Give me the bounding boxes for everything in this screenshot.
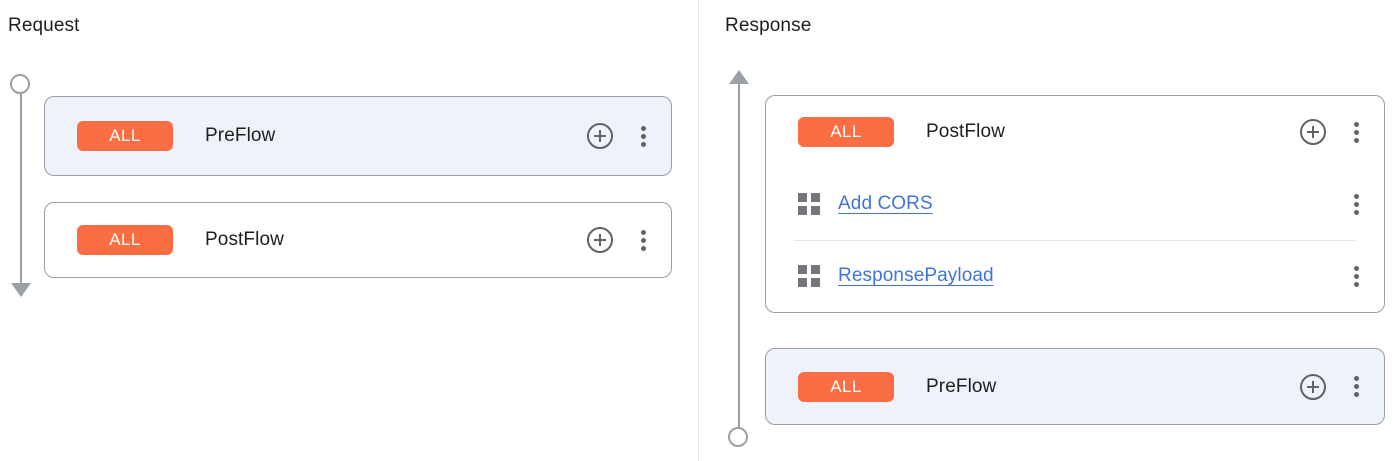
more-vert-icon[interactable]	[1346, 119, 1366, 145]
grid-2x2-icon[interactable]	[798, 265, 820, 287]
panel-divider	[698, 0, 699, 461]
method-badge: ALL	[798, 371, 894, 402]
flow-card-response-preflow[interactable]: ALL PreFlow	[765, 348, 1385, 425]
flow-arrow-up-icon	[729, 70, 749, 84]
policy-link[interactable]: Add CORS	[838, 193, 933, 214]
policy-actions	[1346, 191, 1366, 217]
more-vert-icon[interactable]	[1346, 374, 1366, 400]
policy-row[interactable]: ResponsePayload	[766, 240, 1384, 312]
request-panel-title: Request	[8, 15, 80, 36]
flow-name-label: PreFlow	[926, 375, 997, 397]
flow-name-label: PostFlow	[926, 121, 1005, 142]
flow-card-response-postflow[interactable]: ALL PostFlow Add CORS	[765, 95, 1385, 313]
plus-circle-icon[interactable]	[587, 123, 613, 149]
more-vert-icon[interactable]	[1346, 191, 1366, 217]
flow-card-header[interactable]: ALL PreFlow	[766, 349, 1384, 424]
plus-circle-icon[interactable]	[1300, 373, 1326, 400]
flow-card-actions	[587, 123, 653, 149]
flow-card-header[interactable]: ALL PreFlow	[45, 97, 671, 175]
flow-card-actions	[587, 227, 653, 253]
response-flow-rail	[727, 70, 751, 450]
flow-card-actions	[1300, 373, 1366, 400]
more-vert-icon[interactable]	[633, 227, 653, 253]
more-vert-icon[interactable]	[633, 123, 653, 149]
method-badge: ALL	[77, 225, 173, 255]
flow-card-header[interactable]: ALL PostFlow	[45, 203, 671, 277]
policy-actions	[1346, 263, 1366, 289]
flow-card-request-postflow[interactable]: ALL PostFlow	[44, 202, 672, 278]
flow-start-circle-icon	[10, 74, 30, 94]
response-panel-title: Response	[725, 15, 812, 36]
flow-arrow-down-icon	[11, 283, 31, 297]
flow-name-label: PreFlow	[205, 125, 276, 146]
plus-circle-icon[interactable]	[1300, 119, 1326, 145]
policy-row[interactable]: Add CORS	[766, 168, 1384, 240]
flow-card-request-preflow[interactable]: ALL PreFlow	[44, 96, 672, 176]
plus-circle-icon[interactable]	[587, 227, 613, 253]
request-panel: Request ALL PreFlow ALL	[8, 15, 672, 306]
flow-name-label: PostFlow	[205, 229, 284, 250]
flow-card-header[interactable]: ALL PostFlow	[766, 96, 1384, 168]
method-badge: ALL	[798, 117, 894, 147]
flow-card-actions	[1300, 119, 1366, 145]
method-badge: ALL	[77, 121, 173, 151]
flow-start-circle-icon	[728, 427, 748, 447]
response-panel: Response	[699, 0, 1393, 461]
policy-link[interactable]: ResponsePayload	[838, 265, 994, 286]
grid-2x2-icon[interactable]	[798, 193, 820, 215]
flow-rail-line	[20, 92, 22, 288]
flow-rail-line	[738, 82, 740, 428]
request-flow-rail	[9, 74, 33, 306]
more-vert-icon[interactable]	[1346, 263, 1366, 289]
